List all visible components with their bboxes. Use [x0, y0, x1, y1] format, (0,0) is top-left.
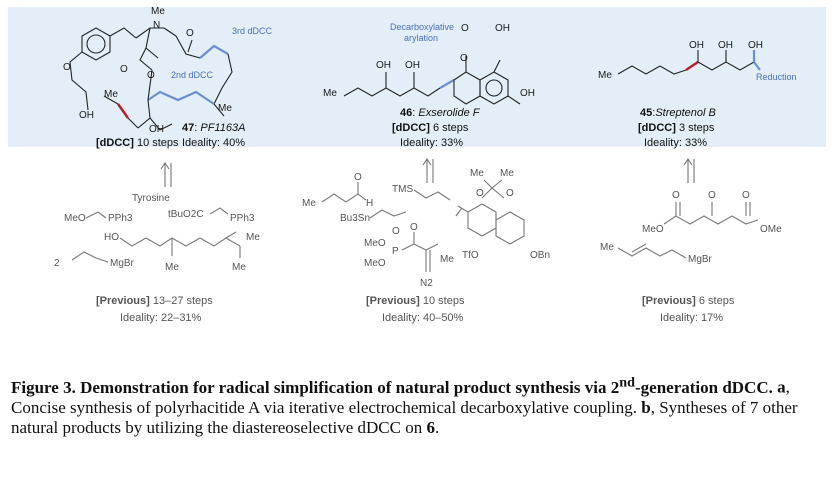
reagent-o-acetal2: O [506, 188, 514, 199]
atom-me-top: Me [151, 6, 165, 17]
reagent-o3: O [742, 190, 750, 201]
reagent-n2: N2 [420, 278, 433, 289]
annotation-arylation: arylation [404, 33, 438, 43]
figure-caption: Figure 3. Demonstration for radical simp… [11, 374, 798, 437]
caption-title: Figure 3. Demonstration for radical simp… [11, 374, 773, 397]
compound-45-structure: OH OH OH Me Reduction [598, 40, 797, 82]
previous-2-ideality: Ideality: 40–50% [382, 312, 464, 324]
reagent-me-c: Me [232, 262, 246, 273]
reagent-o-p: O [392, 226, 400, 237]
reagent-meo: MeO [64, 213, 86, 224]
previous-3-ideality: Ideality: 17% [660, 312, 723, 324]
compound-47-structure: O OH Me N O O O Me OH Me 3rd dDCC 2nd dD… [63, 6, 273, 135]
atom-me-right: Me [218, 103, 232, 114]
compound-46-ideality: Ideality: 33% [400, 137, 463, 149]
caption-label-b: b [641, 397, 651, 417]
reagent-o-k: O [410, 222, 418, 233]
reagent-tyrosine: Tyrosine [132, 193, 170, 204]
compound-46-steps: [dDCC] 6 steps [392, 122, 469, 134]
compound-45-ideality: Ideality: 33% [644, 137, 707, 149]
reagent-mgbr: MgBr [110, 258, 135, 269]
compound-45-label: 45:Streptenol B [640, 107, 716, 119]
compound-46-label: 46: Exserolide F [400, 107, 481, 119]
atom-oh1: OH [376, 60, 391, 71]
reagent-h-ald: H [366, 198, 373, 209]
caption-label-a: a [777, 377, 786, 397]
dDCC-results-band [8, 7, 826, 147]
atom-me: Me [598, 70, 612, 81]
reagent-ho: HO [104, 232, 119, 243]
atom-o-ring1: O [120, 64, 128, 75]
previous-2-reagents: Me O H TMS Bu3Sn MeO P O MeO O Me N2 Me … [302, 168, 550, 289]
label-2nd-dDCC: 2nd dDCC [171, 70, 214, 80]
previous-1-ideality: Ideality: 22–31% [120, 312, 202, 324]
atom-n: N [153, 20, 160, 31]
atom-oh2: OH [405, 60, 420, 71]
benzene-ring [81, 27, 111, 61]
caption-text-b: , Syntheses of 7 other natural products … [11, 397, 798, 437]
compound-45-steps: [dDCC] 3 steps [638, 122, 715, 134]
retro-arrow-3 [683, 158, 695, 183]
reagent-meo1: MeO [364, 238, 386, 249]
compound-47-steps: [dDCC] 10 steps [96, 137, 179, 149]
atom-ether-o: O [63, 62, 71, 73]
atom-o-amide: O [186, 28, 194, 39]
reagent-o-acetal1: O [476, 188, 484, 199]
reagent-me-ald: Me [302, 198, 316, 209]
annotation-decarboxylative: Decarboxylative [390, 22, 454, 32]
reagent-ome: OMe [760, 224, 782, 235]
reagent-me-acetal1: Me [470, 168, 484, 179]
reagent-meo: MeO [642, 224, 664, 235]
compound-47-ideality: Ideality: 40% [182, 137, 245, 149]
reagent-o2: O [708, 190, 716, 201]
reagent-obn: OBn [530, 250, 550, 261]
reagent-coeff-2: 2 [54, 258, 60, 269]
atom-oh-top: OH [495, 23, 510, 34]
atom-o-ring2: O [147, 70, 155, 81]
reagent-me-k: Me [440, 254, 454, 265]
compound-46-structure: Decarboxylative arylation O OH OH OH Me … [323, 22, 535, 105]
compound-47-label: 47: PF1163A [182, 122, 245, 134]
caption-ref-6: 6 [426, 417, 435, 437]
reagent-meo2: MeO [364, 258, 386, 269]
reagent-me-a: Me [165, 262, 179, 273]
atom-o-ring: O [460, 53, 468, 64]
previous-2-steps: [Previous] 10 steps [366, 295, 465, 307]
retro-arrow-2 [422, 158, 434, 183]
previous-3-reagents: O O O MeO OMe Me MgBr [600, 190, 782, 265]
annotation-reduction: Reduction [756, 72, 797, 82]
label-3rd-dDCC: 3rd dDCC [232, 26, 273, 36]
reagent-me-acetal2: Me [500, 168, 514, 179]
atom-oh2: OH [718, 40, 733, 51]
reagent-me: Me [600, 242, 614, 253]
reagent-mgbr: MgBr [688, 254, 713, 265]
atom-oh-chain: OH [79, 110, 94, 121]
caption-text-a: , Concise synthesis of polyrhacitide A v… [11, 377, 790, 417]
previous-3-steps: [Previous] 6 steps [642, 295, 735, 307]
atom-me-left: Me [104, 89, 118, 100]
atom-oh1: OH [689, 40, 704, 51]
reagent-p: P [392, 246, 399, 257]
atom-oh-right: OH [520, 88, 535, 99]
previous-1-steps: [Previous] 13–27 steps [96, 295, 213, 307]
reagent-tbuo2c: tBuO2C [168, 209, 204, 220]
previous-1-reagents: Tyrosine MeO PPh3 tBuO2C PPh3 HO Me Me M… [54, 193, 260, 273]
reagent-bu3sn: Bu3Sn [340, 213, 370, 224]
atom-o-carbonyl: O [461, 23, 469, 34]
atom-oh3: OH [748, 40, 763, 51]
scheme-graphic: O OH Me N O O O Me OH Me 3rd dDCC 2nd dD… [54, 6, 797, 324]
reagent-pph3-2: PPh3 [230, 213, 255, 224]
reagent-o-ald: O [354, 172, 362, 183]
reagent-tfo: TfO [462, 250, 479, 261]
reagent-tms: TMS [392, 184, 413, 195]
atom-me: Me [323, 88, 337, 99]
reagent-me-b: Me [246, 232, 260, 243]
reagent-o1: O [672, 190, 680, 201]
reagent-pph3-1: PPh3 [108, 213, 133, 224]
atom-oh-ring: OH [149, 124, 164, 135]
retro-arrow-1 [160, 162, 172, 187]
